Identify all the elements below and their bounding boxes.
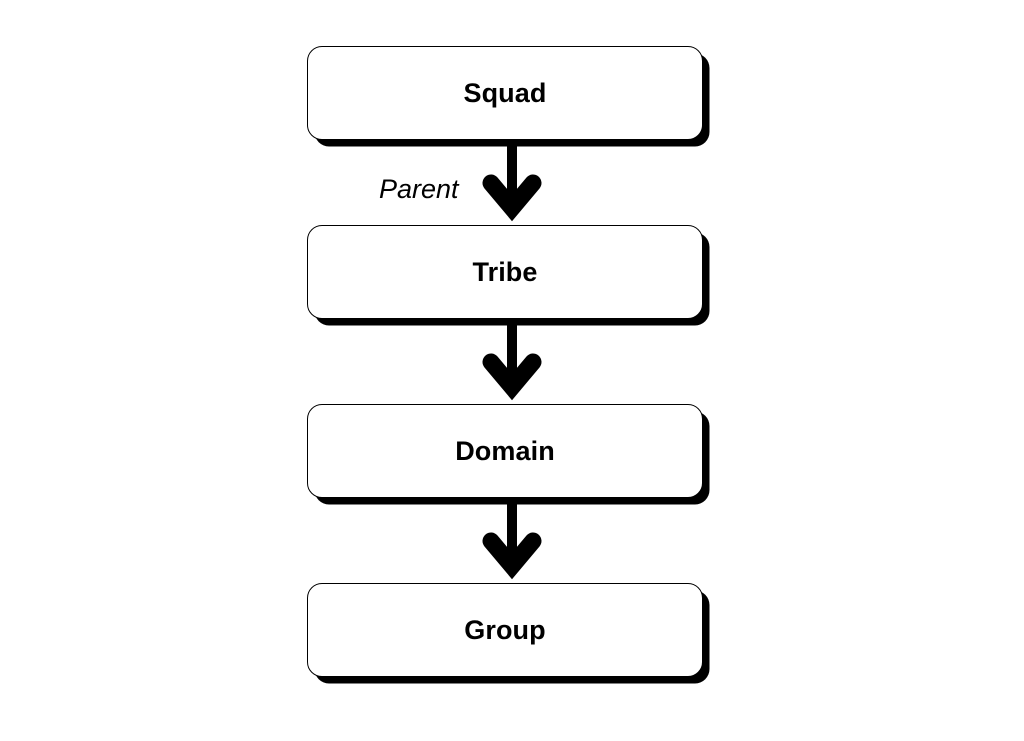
node-label-squad: Squad bbox=[463, 77, 547, 108]
node-tribe[interactable]: Tribe bbox=[307, 225, 703, 319]
node-label-domain: Domain bbox=[455, 435, 555, 466]
node-label-group: Group bbox=[464, 614, 546, 645]
edge-label-parent: Parent bbox=[379, 174, 459, 204]
node-group[interactable]: Group bbox=[307, 583, 703, 677]
node-domain[interactable]: Domain bbox=[307, 404, 703, 498]
node-label-tribe: Tribe bbox=[472, 256, 538, 287]
node-squad[interactable]: Squad bbox=[307, 46, 703, 140]
